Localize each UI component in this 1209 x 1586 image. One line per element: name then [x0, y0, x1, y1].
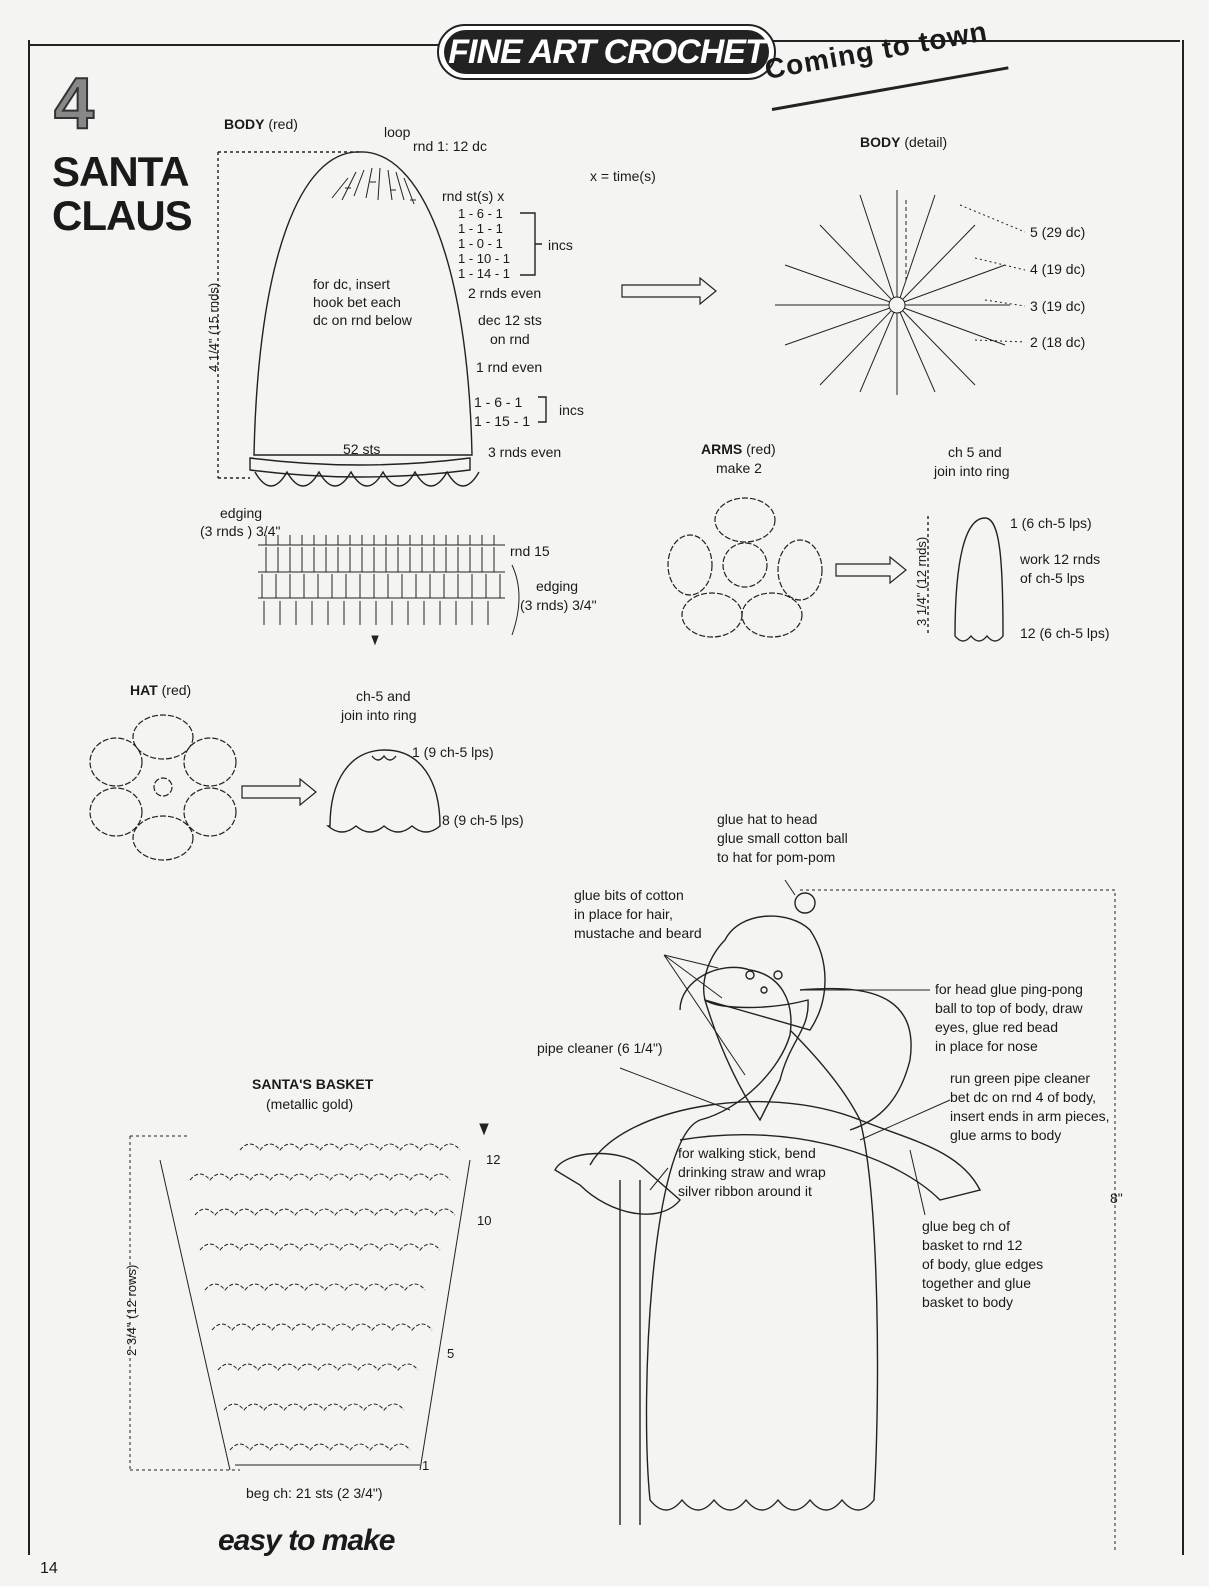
banner-text: FINE ART CROCHET: [444, 30, 769, 74]
basket-height: 2 3/4" (12 rows): [124, 1264, 139, 1356]
page-number: 14: [40, 1560, 58, 1577]
body-label: BODY (red): [224, 116, 298, 132]
page-frame: [28, 40, 1184, 1555]
title-line-2: CLAUS: [52, 192, 193, 239]
loop-label: loop: [384, 124, 411, 140]
arms-flower: [667, 497, 823, 638]
basket-chart: [129, 1123, 489, 1471]
three-rnds-even: 3 rnds even: [488, 444, 562, 460]
arms-ch-line-1: ch 5 and: [948, 444, 1002, 460]
arrow-hat: [241, 777, 317, 807]
title-line-1: SANTA: [52, 148, 190, 195]
arrow-arms: [835, 555, 907, 585]
basket-label: SANTA'S BASKET: [252, 1076, 374, 1092]
incs-label: incs: [548, 237, 573, 253]
arms-ch-line-2: join into ring: [934, 463, 1010, 479]
body-scallops: [254, 470, 480, 487]
body-outline: [253, 151, 473, 456]
hat-piece: [326, 749, 441, 833]
two-rnds-even: 2 rnds even: [468, 285, 542, 301]
hat-rnd-1: 1 (9 ch-5 lps): [412, 744, 494, 760]
arms-work-2: of ch-5 lps: [1020, 570, 1085, 586]
frame-top-left: [28, 44, 438, 46]
basket-row-5: 5: [447, 1346, 455, 1361]
note-pipe-cleaner: pipe cleaner (6 1/4"): [537, 1040, 663, 1056]
santa-height: 8": [1110, 1190, 1123, 1206]
basket-row-12: 12: [486, 1152, 501, 1167]
hat-label: HAT (red): [130, 682, 192, 698]
basket-sub: (metallic gold): [266, 1096, 354, 1112]
hat-ch-line-1: ch-5 and: [356, 688, 411, 704]
basket-row-1: 1: [422, 1458, 430, 1473]
pattern-number: 4: [53, 64, 95, 144]
section-banner: FINE ART CROCHET: [437, 24, 776, 80]
body-inc-rows-2: 1 - 6 - 1 1 - 15 - 1: [474, 394, 531, 429]
body-detail-chart: [775, 190, 1026, 395]
detail-rnd-2: 2 (18 dc): [1030, 334, 1086, 350]
body-band: [249, 457, 471, 478]
edging2-line-1: edging: [536, 578, 579, 594]
body-detail-label: BODY (detail): [860, 134, 948, 150]
hat-ch-line-2: join into ring: [341, 707, 417, 723]
frame-top-right: [772, 40, 1180, 42]
body-inc-rows: 1 - 6 - 1 1 - 1 - 1 1 - 0 - 1 1 - 10 - 1…: [458, 206, 511, 281]
body-height: 4 1/4" (15 rnds): [206, 282, 221, 372]
pattern-title: SANTA CLAUS: [52, 148, 193, 239]
arms-height: 3 1/4" (12 rnds): [914, 536, 929, 626]
rnd1-label: rnd 1: 12 dc: [413, 138, 487, 154]
detail-rnd-4: 4 (19 dc): [1030, 261, 1086, 277]
detail-rnd-3: 3 (19 dc): [1030, 298, 1086, 314]
body-sts: 52 sts: [343, 441, 381, 457]
basket-beg-ch: beg ch: 21 sts (2 3/4"): [246, 1485, 383, 1501]
detail-rnd-5: 5 (29 dc): [1030, 224, 1086, 240]
basket-row-10: 10: [477, 1213, 492, 1228]
arms-work-1: work 12 rnds: [1020, 551, 1101, 567]
dec-line-2: on rnd: [490, 331, 530, 347]
edging-chart: [258, 535, 520, 646]
dec-line-1: dec 12 sts: [478, 312, 542, 328]
arms-make: make 2: [716, 460, 762, 476]
arms-label: ARMS (red): [701, 441, 776, 457]
legend-times: x = time(s): [590, 168, 656, 184]
arms-rnd-12: 12 (6 ch-5 lps): [1020, 625, 1110, 641]
edging-line-1: edging: [220, 505, 263, 521]
body-note: for dc, insert hook bet each dc on rnd b…: [313, 276, 412, 328]
rnd15-label: rnd 15: [510, 543, 550, 559]
body-table-header: rnd st(s) x: [442, 188, 505, 204]
brand-logo: easy to make: [218, 1524, 395, 1557]
incs-label-2: incs: [559, 402, 584, 418]
one-rnd-even: 1 rnd even: [476, 359, 543, 375]
arm-piece: [954, 517, 1004, 642]
hat-flower: [89, 714, 237, 861]
arms-rnd-1: 1 (6 ch-5 lps): [1010, 515, 1092, 531]
edging-line-2: (3 rnds ) 3/4": [200, 523, 281, 539]
edging2-line-2: (3 rnds) 3/4": [520, 597, 597, 613]
santa-figure: [554, 879, 1116, 1550]
hat-rnd-8: 8 (9 ch-5 lps): [442, 812, 524, 828]
arrow-body-detail: [621, 276, 717, 306]
